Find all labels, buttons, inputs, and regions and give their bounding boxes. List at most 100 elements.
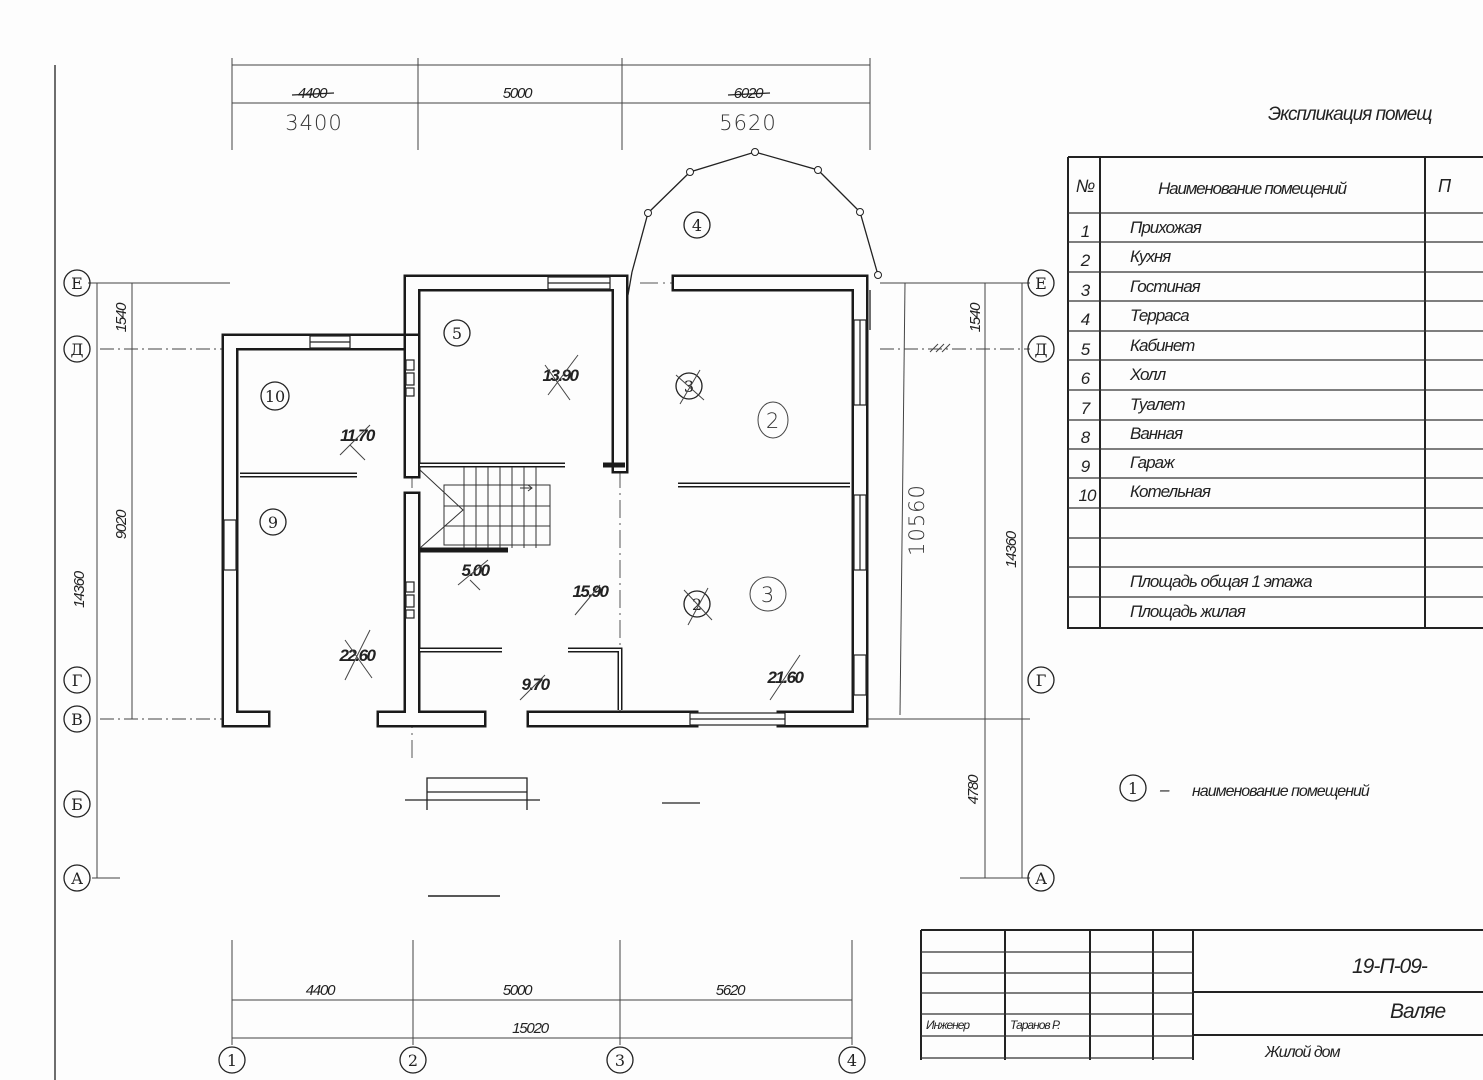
axis-bottom-3: 3: [606, 1046, 634, 1074]
dim-left-2: 9020: [113, 509, 130, 539]
row-name: Ванная: [1130, 424, 1183, 443]
svg-text:Е: Е: [71, 274, 83, 293]
legend-dash: –: [1159, 780, 1170, 799]
header-name: Наименование помещений: [1158, 179, 1347, 198]
area-label: 22.60: [338, 646, 376, 665]
dim-right-handwritten: 10560: [905, 484, 929, 556]
room-marker-10: 10: [260, 381, 290, 411]
axis-right-G: Г: [1027, 666, 1055, 694]
axis-right-A: А: [1027, 864, 1055, 892]
area-label: 21.60: [766, 668, 804, 687]
windows: [223, 276, 867, 726]
svg-text:Д: Д: [70, 340, 83, 359]
svg-text:Е: Е: [1035, 274, 1047, 293]
axis-left-D: Д: [63, 335, 91, 363]
axis-bottom-1: 1: [218, 1046, 246, 1074]
dim-bottom-total: 15020: [512, 1020, 550, 1037]
svg-text:3: 3: [1081, 281, 1091, 300]
svg-text:А: А: [1035, 869, 1047, 888]
svg-text:6: 6: [1081, 369, 1091, 388]
person-name: Таранов Р.: [1010, 1018, 1060, 1032]
svg-text:9: 9: [1081, 457, 1091, 476]
room-marker-3-handwritten: 3: [749, 576, 787, 612]
svg-text:4: 4: [847, 1051, 857, 1070]
object-name: Жилой дом: [1264, 1044, 1341, 1061]
axis-left-A: А: [63, 864, 91, 892]
header-no: №: [1076, 176, 1095, 196]
left-dimensions: 1540 9020 14360: [71, 282, 230, 879]
total-floor-area-label: Площадь общая 1 этажа: [1130, 572, 1312, 591]
axis-left-E: Е: [63, 269, 91, 297]
area-label: 11.70: [340, 426, 376, 445]
svg-text:7: 7: [1081, 399, 1091, 418]
dim-right-total: 14360: [1003, 530, 1020, 568]
title-block: 19-П-09- Валяе Инженер Таранов Р. Жилой …: [920, 929, 1483, 1061]
svg-text:1: 1: [1081, 222, 1090, 241]
svg-text:5: 5: [452, 324, 462, 343]
legend-text: наименование помещений: [1192, 783, 1370, 800]
axis-bottom-4: 4: [838, 1046, 866, 1074]
room-marker-2-crossed: 2: [683, 587, 713, 626]
svg-text:2: 2: [408, 1051, 418, 1070]
svg-text:1: 1: [227, 1051, 237, 1070]
table-title: Экспликация помещ: [1268, 104, 1432, 125]
svg-text:3: 3: [761, 583, 775, 607]
right-dimensions: 1540 14360 4780 10560: [865, 282, 1030, 879]
terrace-outline: [627, 148, 882, 330]
legend-marker: 1: [1128, 779, 1138, 798]
axis-markers: Е Д Г В Б А Е Д Г А 1 2 3 4: [63, 269, 1055, 1074]
living-area-label: Площадь жилая: [1130, 602, 1246, 621]
dim-left-1: 1540: [113, 302, 130, 332]
drawing-code: 19-П-09-: [1352, 955, 1428, 978]
svg-text:В: В: [71, 710, 83, 729]
row-name: Гараж: [1130, 453, 1176, 472]
axis-left-V: В: [63, 705, 91, 733]
explication-table: Экспликация помещ № Наименование помещен…: [1067, 104, 1483, 629]
dim-top-1-handwritten: 3400: [285, 111, 342, 135]
dim-top-3-handwritten: 5620: [719, 111, 776, 135]
row-name: Кухня: [1130, 247, 1171, 266]
svg-text:Г: Г: [72, 671, 83, 690]
axis-right-D: Д: [1027, 335, 1055, 363]
axis-bottom-2: 2: [399, 1046, 427, 1074]
dim-bottom-3: 5620: [716, 982, 746, 999]
svg-text:Г: Г: [1036, 671, 1047, 690]
svg-text:4: 4: [692, 216, 702, 235]
room-marker-4: 4: [683, 211, 711, 239]
row-name: Прихожая: [1130, 218, 1202, 237]
dim-right-3: 4780: [965, 774, 982, 804]
dim-bottom-2: 5000: [503, 982, 533, 999]
dim-right-1: 1540: [967, 302, 984, 332]
room-marker-5: 5: [443, 319, 471, 347]
row-name: Гостиная: [1130, 277, 1201, 296]
legend: 1 – наименование помещений: [1119, 774, 1371, 802]
area-labels: 13.90 11.70 5.00 15.90 22.60 9.70 21.60: [338, 354, 806, 701]
bottom-dimensions: 4400 5000 5620 15020: [231, 940, 853, 1045]
interior-partitions: [240, 462, 850, 710]
room-marker-3-crossed: 3: [675, 369, 705, 405]
axis-right-E: Е: [1027, 269, 1055, 297]
svg-text:Д: Д: [1034, 340, 1047, 359]
svg-text:10: 10: [1079, 486, 1097, 505]
dim-top-2: 5000: [503, 85, 533, 102]
row-name: Холл: [1129, 365, 1167, 384]
room-marker-2-handwritten: 2: [757, 401, 789, 439]
axis-left-B: Б: [63, 790, 91, 818]
dim-bottom-1: 4400: [306, 982, 336, 999]
staircase: [419, 467, 551, 549]
svg-text:Б: Б: [71, 795, 83, 814]
room-marker-9: 9: [259, 508, 287, 536]
svg-text:4: 4: [1081, 310, 1090, 329]
axis-left-G: Г: [63, 666, 91, 694]
area-label: 15.90: [572, 582, 609, 601]
svg-text:2: 2: [1080, 251, 1091, 270]
area-label: 9.70: [521, 675, 550, 694]
svg-text:А: А: [71, 869, 83, 888]
svg-text:2: 2: [766, 409, 780, 433]
area-label: 13.90: [542, 366, 579, 385]
row-name: Котельная: [1130, 482, 1211, 501]
top-dimensions: 4400 5000 6020 3400 5620: [231, 58, 871, 150]
role-label: Инженер: [926, 1018, 970, 1032]
porch-steps: [405, 777, 700, 897]
